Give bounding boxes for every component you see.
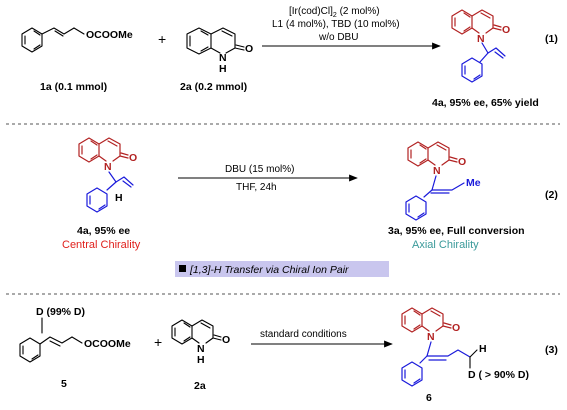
eq2-product-o: O xyxy=(458,156,466,168)
eq3-number: (3) xyxy=(545,344,558,356)
eq3-reactant2-h: H xyxy=(197,354,205,366)
eq2-product-me: Me xyxy=(466,177,481,189)
eq2-reactant-h: H xyxy=(115,192,123,204)
eq1-reactant1-label: 1a (0.1 mmol) xyxy=(40,81,107,93)
eq2-reactant-n: N xyxy=(104,161,112,173)
eq2-reactant-4a: O N H xyxy=(78,137,137,213)
eq1-ligand-line: L1 (4 mol%), TBD (10 mol%) xyxy=(272,19,400,30)
eq3-product-o: O xyxy=(452,322,460,334)
eq2-number: (2) xyxy=(545,189,558,201)
eq1-product-label: 4a, 95% ee, 65% yield xyxy=(432,97,539,109)
eq1-product-n: N xyxy=(477,33,485,45)
eq3-reactant-substituent: OCOOMe xyxy=(84,338,131,350)
eq1-catalyst: [Ir(cod)Cl]2 (2 mol%) xyxy=(289,6,380,19)
note-bullet-icon xyxy=(179,265,186,272)
eq2-reactant-o: O xyxy=(129,152,137,164)
eq3-plus: + xyxy=(154,334,162,350)
eq1-reactant2-label: 2a (0.2 mmol) xyxy=(180,81,247,93)
eq1-quinolinone: O N H xyxy=(186,27,253,75)
eq3-reactant-d: D (99% D) xyxy=(36,306,85,318)
eq3-conditions: standard conditions xyxy=(260,329,347,340)
eq3-reactant2-n: N xyxy=(197,343,205,355)
eq2-product-n: N xyxy=(433,165,441,177)
eq1-cinnamyl-carbonate: OCOOMe xyxy=(21,27,133,53)
eq3-product-label: 6 xyxy=(426,392,432,404)
eq3-quinolinone: O N H xyxy=(171,319,230,366)
eq1-product-o: O xyxy=(502,24,510,36)
eq3-reactant-label: 5 xyxy=(61,378,67,390)
eq1-reactant2-o: O xyxy=(245,43,253,55)
eq3-reactant2-label: 2a xyxy=(194,380,206,392)
eq2-mechanism-text: [1,3]-H Transfer via Chiral Ion Pair xyxy=(189,264,349,276)
eq1-number: (1) xyxy=(545,33,558,45)
eq2-solvent-line: THF, 24h xyxy=(236,182,277,193)
eq1-additive-line: w/o DBU xyxy=(318,32,358,43)
eq1-reactant2-n: N xyxy=(219,52,227,64)
eq2-product-3a: O N Me xyxy=(405,141,481,221)
eq1-product-4a: O N xyxy=(451,9,510,83)
eq3-reactant2-o: O xyxy=(222,334,230,346)
eq3-product-n: N xyxy=(427,331,435,343)
eq3-product-d: D ( > 90% D) xyxy=(468,369,529,381)
eq2-reagent-line: DBU (15 mol%) xyxy=(225,164,294,175)
eq3-deuterated-carbonate: D (99% D) OCOOMe xyxy=(19,306,131,363)
eq3-product-6: O N H D ( > 90% D) xyxy=(401,307,529,387)
eq2-reactant-label: 4a, 95% ee xyxy=(77,225,130,237)
eq1-reactant2-h: H xyxy=(219,63,227,75)
eq2-axial-chirality: Axial Chirality xyxy=(412,239,479,251)
eq3-product-h: H xyxy=(479,343,487,355)
eq2-central-chirality: Central Chirality xyxy=(62,239,141,251)
eq2-mechanism-note: [1,3]-H Transfer via Chiral Ion Pair xyxy=(175,261,389,277)
eq1-reactant1-substituent: OCOOMe xyxy=(86,29,133,41)
eq2-product-label: 3a, 95% ee, Full conversion xyxy=(388,225,525,237)
eq1-plus: + xyxy=(158,31,166,47)
